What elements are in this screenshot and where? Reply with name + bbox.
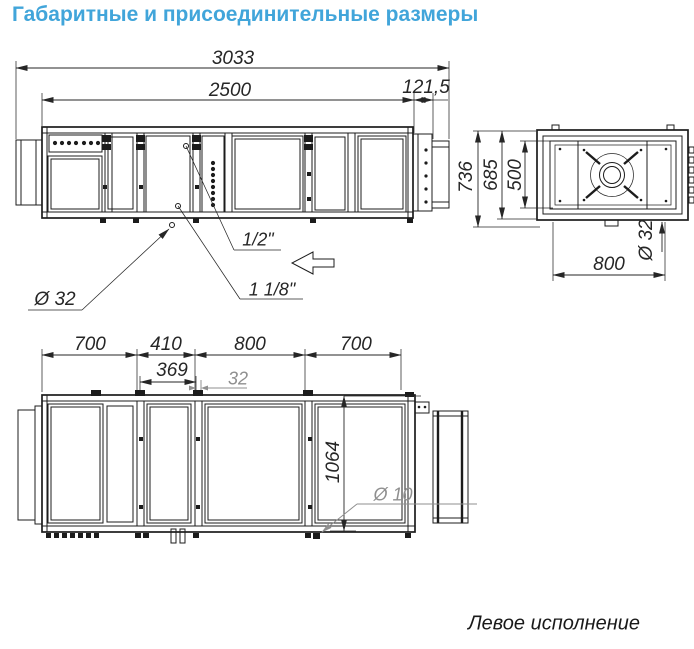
left-duct [15,139,43,206]
label-drain-dia-side: Ø 32 [34,289,76,310]
intake-grille [48,134,103,153]
label-hole-dia: Ø 10 [373,484,413,505]
access-door [47,155,103,213]
airflow-direction-arrow [290,251,335,275]
right-duct [431,140,450,209]
right-duct-top [432,410,469,524]
drain-stub [604,219,619,227]
version-caption: Левое исполнение [467,612,641,635]
drain-pipe-stub [170,528,177,544]
dim-section-3: 800 [234,334,266,355]
pipe-connection-small [183,143,189,149]
dim-gap: 32 [227,368,249,389]
dim-door-width: 369 [156,360,188,381]
label-pipe-small: 1/2" [242,229,274,250]
dim-section-2: 410 [150,334,182,355]
dim-end-length: 121,5 [402,77,450,98]
dim-overall-length: 3033 [211,48,255,69]
drain-pipe-stub [179,528,186,544]
terminal-box [414,401,430,414]
pipe-connection-large [175,203,181,209]
label-drain-dia-end: Ø 32 [636,219,657,261]
dim-body-length: 2500 [208,80,252,101]
left-duct-top [17,409,36,521]
dim-section-1: 700 [74,334,106,355]
right-flange [412,133,433,212]
label-pipe-large: 1 1/8" [248,279,296,300]
dim-end-width: 800 [593,254,625,275]
top-view-drawing [17,349,477,544]
end-view-drawing [473,124,694,281]
dim-mount-length: 1064 [323,440,344,484]
side-view-drawing [15,61,450,311]
page-title: Габаритные и присоединительные размеры [12,3,479,26]
fan-inlet [585,151,639,199]
dim-overall-height: 736 [456,161,477,193]
dim-body-height: 685 [481,159,502,191]
dim-opening-height: 500 [505,159,526,191]
drain-fitting [169,222,175,228]
dim-section-4: 700 [340,334,372,355]
